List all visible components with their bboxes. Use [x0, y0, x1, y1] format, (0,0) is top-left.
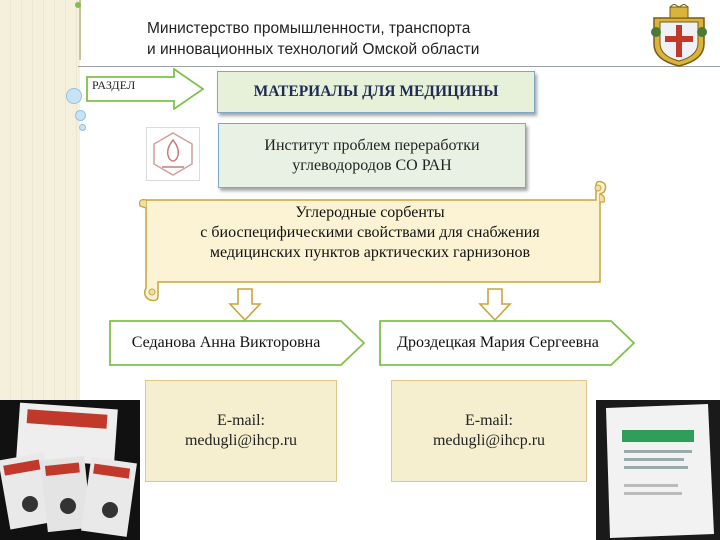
contact-1-email: medugli@ihcp.ru [184, 432, 298, 449]
omsk-region-coat-of-arms-icon [651, 4, 707, 67]
project-line-3: медицинских пунктов арктических гарнизон… [209, 244, 531, 261]
decor-dot [75, 2, 81, 8]
section-label: РАЗДЕЛ [92, 78, 136, 92]
institute-logo-icon [146, 127, 200, 181]
ministry-line-2: и инновационных технологий Омской област… [147, 41, 480, 58]
contact-1-name: Седанова Анна Викторовна [131, 334, 321, 351]
project-line-2: с биоспецифическими свойствами для снабж… [200, 224, 540, 241]
decor-bubble [66, 88, 82, 104]
contact-1-email-label: E-mail: [217, 412, 265, 429]
product-photo-left [0, 400, 140, 540]
product-photo-right [596, 400, 720, 540]
panel-edge-divider [79, 0, 81, 60]
ministry-header: Министерство промышленности, транспорта … [147, 18, 567, 60]
ministry-line-1: Министерство промышленности, транспорта [147, 20, 471, 37]
project-description: Углеродные сорбенты с биоспецифическими … [160, 203, 580, 263]
institute-line-1: Институт проблем переработки [264, 136, 480, 154]
contact-2-email-box: E-mail: medugli@ihcp.ru [391, 380, 587, 482]
institute-box: Институт проблем переработки углеводород… [218, 123, 526, 188]
institute-line-2: углеводородов СО РАН [292, 156, 452, 174]
contact-2-name: Дроздецкая Мария Сергеевна [397, 334, 599, 351]
contact-1-email-box: E-mail: medugli@ihcp.ru [145, 380, 337, 482]
project-line-1: Углеродные сорбенты [295, 204, 445, 221]
contact-1-shape [109, 320, 365, 366]
down-arrow-icon [478, 288, 512, 322]
section-arrow-shape [86, 68, 204, 110]
section-title: МАТЕРИАЛЫ ДЛЯ МЕДИЦИНЫ [217, 71, 535, 113]
project-scroll-banner [139, 180, 607, 302]
contact-2-email: medugli@ihcp.ru [432, 432, 546, 449]
decor-bubble [79, 124, 86, 131]
contact-2-email-label: E-mail: [465, 412, 513, 429]
down-arrow-icon [228, 288, 262, 322]
header-divider [78, 66, 720, 67]
decor-bubble [75, 110, 86, 121]
contact-2-shape [379, 320, 635, 366]
